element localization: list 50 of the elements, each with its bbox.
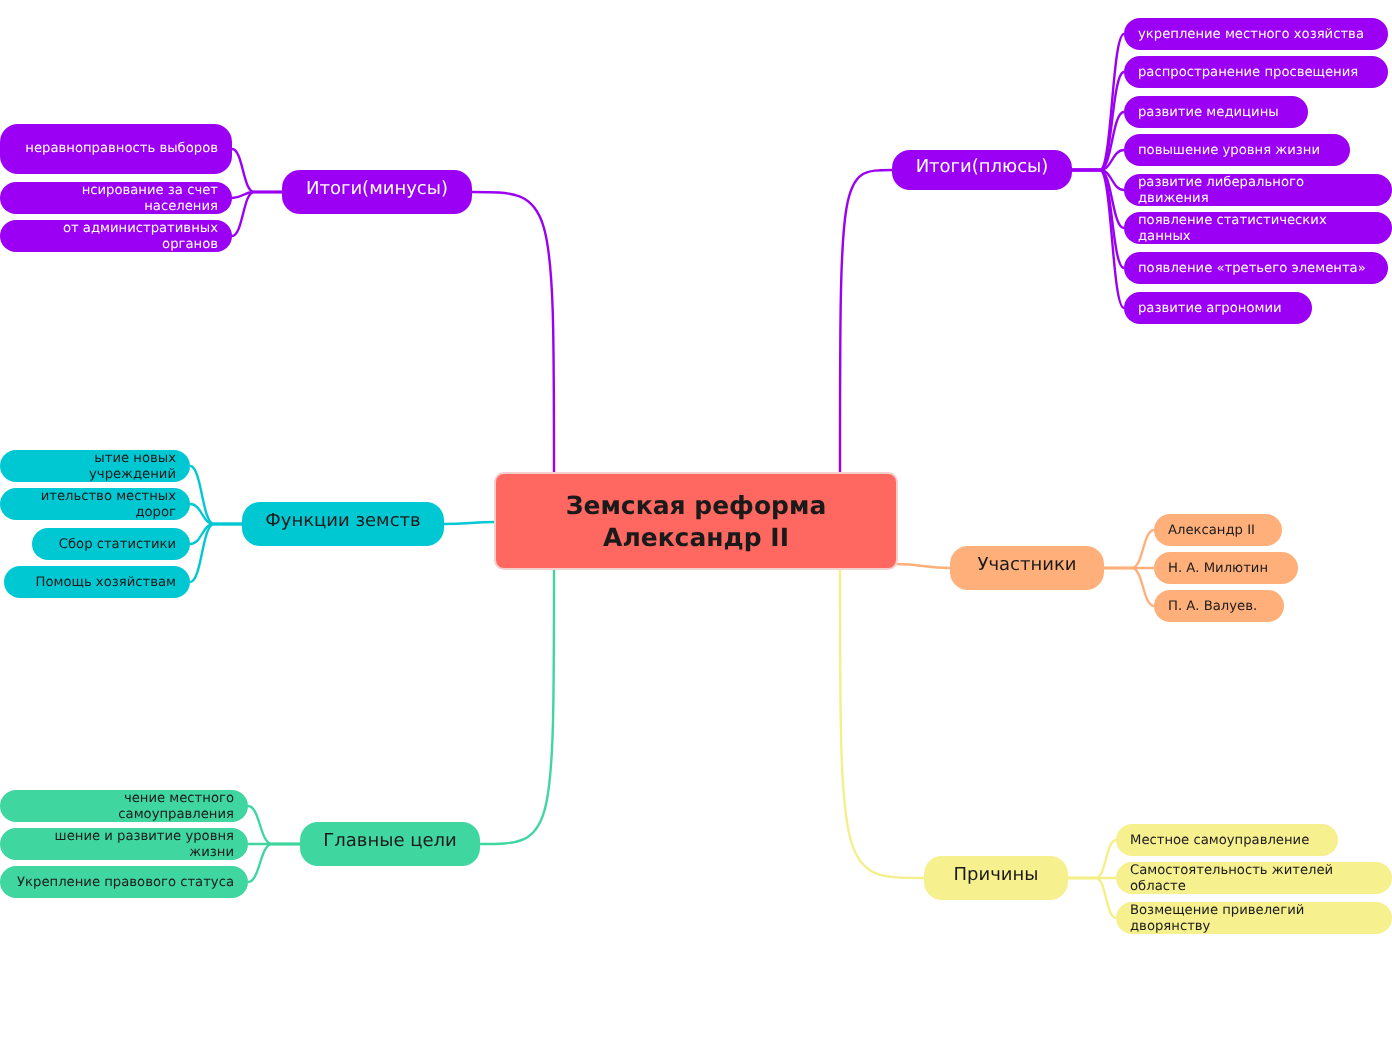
- subtopic-pill: [1124, 18, 1388, 50]
- connector-line: [444, 520, 496, 526]
- topic-text: Итоги(минусы): [306, 180, 448, 204]
- branch-topic: [892, 150, 1072, 190]
- subtopic-pill: [1124, 56, 1388, 88]
- subtopic-pill: [0, 124, 232, 174]
- connector-line: [896, 562, 950, 570]
- topic-text: Причины: [953, 866, 1039, 890]
- connector-line: [247, 842, 300, 884]
- connector-line: [480, 568, 556, 846]
- topic-text: Итоги(плюсы): [915, 158, 1049, 182]
- subtopic-pill: [1124, 212, 1392, 244]
- subtopic-pill: [1116, 862, 1392, 894]
- subtopic-pill: [1124, 96, 1308, 128]
- subtopic-pill: [0, 220, 232, 252]
- connector-line: [472, 190, 556, 474]
- subtopic-pill: [1124, 174, 1392, 206]
- connector-line: [231, 190, 282, 238]
- subtopic-pill: [0, 488, 190, 520]
- subtopic-pill: [4, 566, 190, 598]
- topic-text: Главные цели: [323, 832, 457, 856]
- subtopic-pill: [1116, 902, 1392, 934]
- subtopic-pill: [1154, 552, 1298, 584]
- topic-text: Участники: [977, 556, 1077, 580]
- topic-text: Функции земств: [265, 512, 421, 536]
- branch-topic: [924, 856, 1068, 900]
- subtopic-pill: [0, 790, 248, 822]
- branch-topic: [300, 822, 480, 866]
- subtopic-pill: [0, 828, 248, 860]
- subtopic-pill: [1124, 292, 1312, 324]
- connector-line: [838, 568, 924, 880]
- central-topic: [496, 474, 896, 568]
- connector-line: [1104, 566, 1155, 608]
- subtopic-pill: [1124, 134, 1350, 166]
- branch-topic: [242, 502, 444, 546]
- connector-line: [189, 522, 242, 584]
- connector-line: [838, 168, 892, 474]
- subtopic-pill: [1116, 824, 1338, 856]
- subtopic-pill: [0, 182, 232, 214]
- branch-topic: [282, 170, 472, 214]
- subtopic-pill: [1124, 252, 1388, 284]
- connector-line: [1072, 168, 1125, 309]
- subtopic-pill: [32, 528, 190, 560]
- branch-topic: [950, 546, 1104, 590]
- subtopic-pill: [1154, 590, 1284, 622]
- subtopic-pill: [0, 450, 190, 482]
- subtopic-pill: [0, 866, 248, 898]
- subtopic-pill: [1154, 514, 1282, 546]
- topic-text: Земская реформа Александр II: [563, 489, 829, 553]
- connector-line: [1068, 876, 1117, 920]
